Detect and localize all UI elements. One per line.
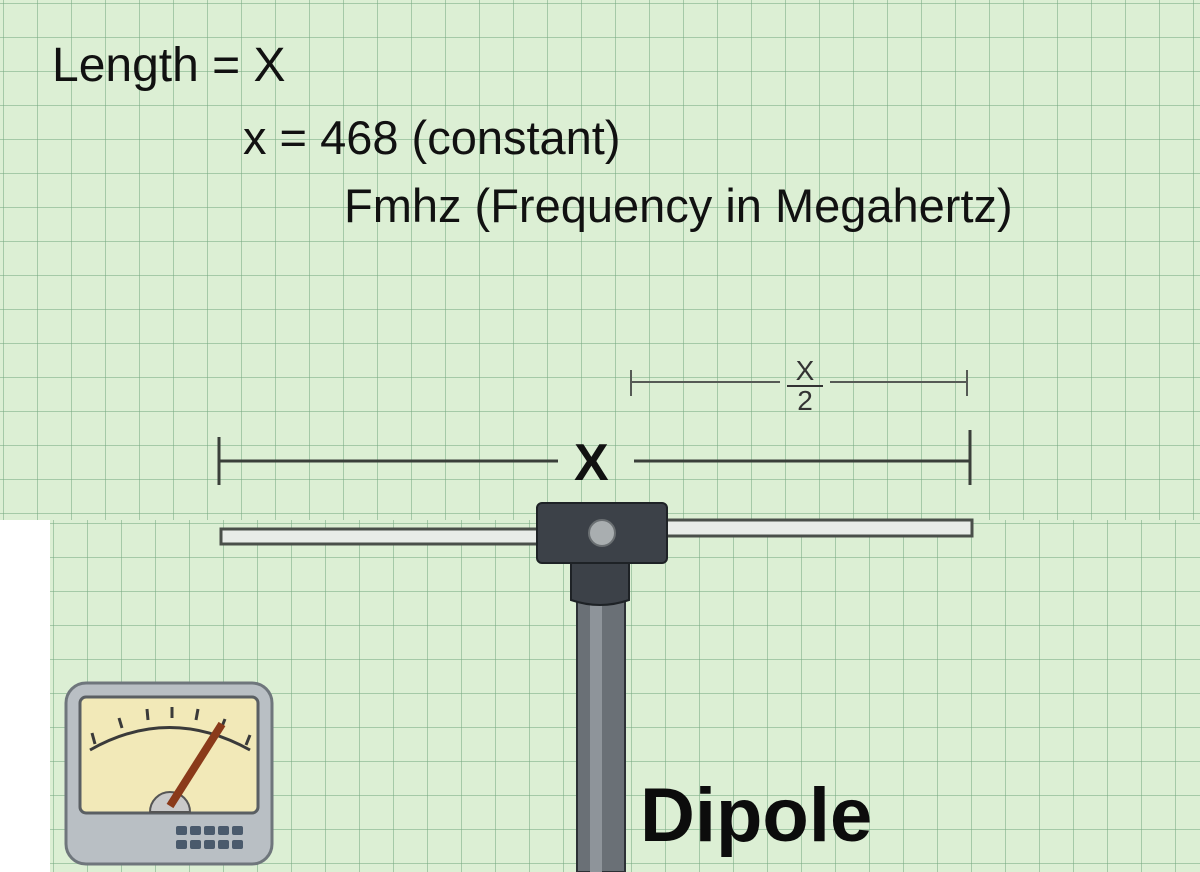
half-length-numerator: X: [787, 357, 823, 387]
tee-connector: [536, 502, 668, 606]
dipole-element: [219, 518, 974, 546]
half-length-denominator: 2: [797, 385, 813, 416]
antenna-meter-icon: [64, 681, 274, 866]
half-length-label: X 2: [787, 357, 823, 415]
mast: [576, 569, 626, 872]
grid-background: [0, 0, 1200, 520]
dipole-label: Dipole: [640, 773, 873, 858]
full-length-dimension: [217, 430, 972, 485]
formula-line-frequency: Fmhz (Frequency in Megahertz): [344, 179, 1013, 232]
half-length-dimension: [630, 370, 968, 396]
formula-line-constant: x = 468 (constant): [243, 111, 621, 164]
full-length-label: X: [574, 434, 609, 492]
formula-line-length: Length = X: [52, 39, 286, 92]
